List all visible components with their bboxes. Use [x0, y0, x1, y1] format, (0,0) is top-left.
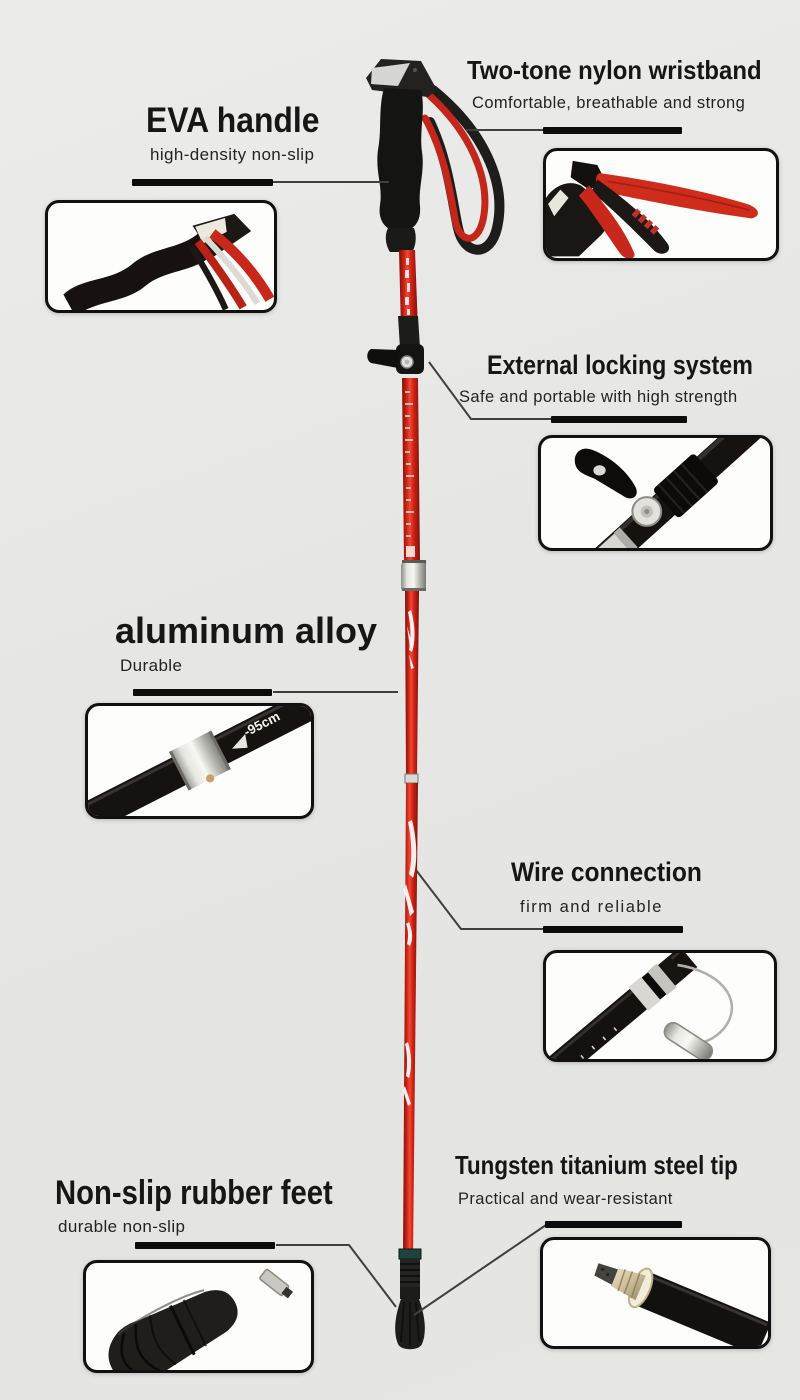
shaft-joint-band	[404, 773, 419, 784]
callout-rubber-title: Non-slip rubber feet	[55, 1174, 333, 1212]
callout-wire-subtitle: firm and reliable	[520, 898, 663, 916]
rubber-foot-illustration	[395, 1248, 425, 1350]
inset-photo-locking-system	[538, 435, 773, 551]
inset-photo-wristband	[543, 148, 779, 261]
silver-collar	[401, 560, 426, 591]
callout-locking-title: External locking system	[487, 350, 753, 380]
inset-photo-wire-connection	[543, 950, 777, 1062]
callout-wristband-title: Two-tone nylon wristband	[467, 55, 762, 85]
shaft-mid	[402, 378, 420, 563]
callout-wristband-underline-bar	[543, 127, 682, 134]
callout-locking-underline-bar	[551, 416, 687, 423]
connector-tungsten	[413, 1224, 547, 1316]
callout-wire-title: Wire connection	[511, 857, 702, 887]
callout-rubber-subtitle: durable non-slip	[58, 1217, 186, 1236]
inset-photo-steel-tip	[540, 1237, 771, 1349]
connector-rubber	[276, 1244, 397, 1308]
shaft-brand-marks	[405, 258, 410, 315]
callout-rubber-underline-bar	[135, 1242, 275, 1249]
callout-eva-title: EVA handle	[146, 101, 320, 140]
callout-wristband-subtitle: Comfortable, breathable and strong	[472, 94, 746, 112]
wristband-detail	[546, 160, 758, 258]
measurement-ticks	[405, 391, 414, 537]
connector-locking	[428, 361, 551, 420]
callout-tungsten-subtitle: Practical and wear-resistant	[458, 1190, 673, 1208]
inset-photo-eva-handle	[45, 200, 277, 313]
callout-eva-underline-bar	[132, 179, 273, 186]
lock-clamp-illustration	[367, 316, 424, 374]
callout-tungsten-title: Tungsten titanium steel tip	[455, 1150, 738, 1180]
callout-aluminum-subtitle: Durable	[120, 656, 183, 675]
callout-connector-lines	[273, 129, 551, 1316]
callout-wire-underline-bar	[543, 926, 683, 933]
aluminum-shaft-detail: -95cm	[88, 706, 311, 816]
shaft-graphic-1	[407, 610, 415, 669]
callout-aluminum-underline-bar	[133, 689, 272, 696]
inset-photo-rubber-foot	[83, 1260, 314, 1373]
callout-eva-subtitle: high-density non-slip	[150, 145, 315, 164]
callout-aluminum-title: aluminum alloy	[115, 610, 378, 651]
eva-handle-detail	[63, 213, 274, 310]
wire-connection-detail	[546, 953, 734, 1059]
wrist-strap	[421, 85, 505, 255]
eva-handle-illustration	[366, 59, 437, 252]
callout-locking-subtitle: Safe and portable with high strength	[459, 388, 738, 406]
inset-photo-aluminum-shaft: -95cm	[85, 703, 314, 819]
callout-tungsten-underline-bar	[545, 1221, 682, 1228]
rubber-foot-detail	[108, 1268, 293, 1370]
steel-tip-detail	[594, 1263, 768, 1346]
shaft-graphic-2	[403, 820, 417, 1106]
locking-system-detail	[574, 438, 761, 548]
connector-wire	[415, 869, 544, 930]
